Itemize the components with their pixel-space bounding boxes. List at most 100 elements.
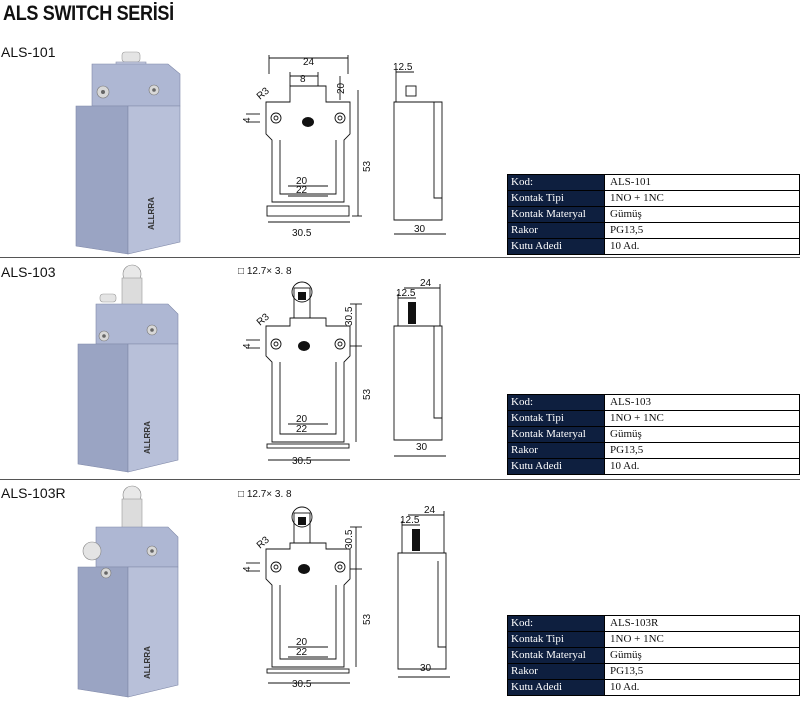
section-divider: [0, 257, 800, 258]
svg-text:30.5: 30.5: [292, 679, 312, 690]
svg-text:12.5: 12.5: [393, 62, 413, 73]
spec-key: Kontak Tipi: [507, 190, 605, 207]
spec-key: Kontak Materyal: [507, 206, 605, 223]
page-title: ALS SWITCH SERİSİ: [3, 2, 174, 25]
spec-value: Gümüş: [604, 647, 800, 664]
svg-text:20: 20: [296, 637, 308, 648]
side-drawing: 24 12.5 30: [397, 505, 450, 678]
svg-text:30: 30: [416, 442, 428, 453]
svg-text:22: 22: [296, 424, 308, 435]
spec-value: ALS-101: [604, 174, 800, 191]
product-section-als-103: ALS-103 ALLRRA: [0, 264, 800, 476]
model-label: ALS-103: [1, 264, 56, 280]
spec-key: Kod:: [507, 394, 605, 411]
svg-text:30.5: 30.5: [292, 456, 312, 467]
product-section-als-101: ALS-101 ALLRRA 24 8: [0, 44, 800, 256]
model-label: ALS-103R: [1, 485, 66, 501]
svg-text:20: 20: [296, 176, 308, 187]
svg-text:30.5: 30.5: [344, 529, 355, 549]
spec-value: ALS-103R: [604, 615, 800, 632]
spec-value: 10 Ad.: [604, 679, 800, 696]
svg-text:4: 4: [242, 566, 253, 572]
spec-key: Kontak Tipi: [507, 631, 605, 648]
brand-text: ALLRRA: [143, 421, 152, 454]
spec-key: Kod:: [507, 615, 605, 632]
front-drawing: 24 8 20 R3 4 53 20 22 30.5: [242, 55, 372, 239]
spec-key: Rakor: [507, 663, 605, 680]
spec-key: Kutu Adedi: [507, 458, 605, 475]
spec-value: ALS-103: [604, 394, 800, 411]
svg-text:20: 20: [336, 82, 347, 94]
switch-photo: ALLRRA: [77, 264, 179, 473]
spec-row-kod: Kod:ALS-101: [507, 174, 800, 191]
svg-text:22: 22: [296, 647, 308, 658]
spec-value: 1NO + 1NC: [604, 190, 800, 207]
spec-key: Rakor: [507, 222, 605, 239]
svg-text:53: 53: [362, 613, 372, 625]
spec-value: PG13,5: [604, 222, 800, 239]
svg-text:4: 4: [242, 343, 253, 349]
svg-text:30.5: 30.5: [344, 306, 355, 326]
svg-text:24: 24: [424, 505, 436, 516]
spec-value: 1NO + 1NC: [604, 631, 800, 648]
spec-key: Kontak Materyal: [507, 426, 605, 443]
svg-text:8: 8: [300, 74, 306, 85]
brand-text: ALLRRA: [143, 646, 152, 679]
spec-key: Kod:: [507, 174, 605, 191]
spec-key: Rakor: [507, 442, 605, 459]
svg-text:53: 53: [362, 388, 372, 400]
spec-key: Kontak Tipi: [507, 410, 605, 427]
svg-text:□ 12.7× 3. 8: □ 12.7× 3. 8: [238, 489, 292, 500]
svg-text:□ 12.7× 3. 8: □ 12.7× 3. 8: [238, 266, 292, 277]
switch-photo: ALLRRA: [77, 485, 179, 698]
svg-text:12.5: 12.5: [396, 288, 416, 299]
spec-value: Gümüş: [604, 206, 800, 223]
svg-text:30: 30: [414, 224, 426, 235]
spec-value: PG13,5: [604, 442, 800, 459]
spec-value: PG13,5: [604, 663, 800, 680]
spec-value: Gümüş: [604, 426, 800, 443]
brand-text: ALLRRA: [147, 197, 156, 230]
spec-key: Kontak Materyal: [507, 647, 605, 664]
front-drawing: □ 12.7× 3. 8 30.5 R3 4 53 20 22 30.5: [238, 266, 372, 467]
svg-text:24: 24: [303, 57, 315, 68]
section-divider: [0, 479, 800, 480]
front-drawing: □ 12.7× 3. 8 30.5 R3 4 53 20 22 30.5: [238, 489, 372, 690]
switch-photo: ALLRRA: [75, 51, 181, 255]
svg-text:24: 24: [420, 278, 432, 289]
svg-text:4: 4: [242, 117, 253, 123]
spec-row-kod: Kod:ALS-103: [507, 394, 800, 411]
side-drawing: 12.5 30: [393, 62, 446, 235]
svg-text:22: 22: [296, 185, 308, 196]
spec-row-kod: Kod:ALS-103R: [507, 615, 800, 632]
svg-text:20: 20: [296, 414, 308, 425]
spec-key: Kutu Adedi: [507, 679, 605, 696]
svg-text:30.5: 30.5: [292, 228, 312, 239]
spec-value: 1NO + 1NC: [604, 410, 800, 427]
svg-text:12.5: 12.5: [400, 515, 420, 526]
product-section-als-103r: ALS-103R ALLRRA: [0, 485, 800, 699]
spec-key: Kutu Adedi: [507, 238, 605, 255]
side-drawing: 24 12.5 30: [393, 278, 446, 457]
spec-value: 10 Ad.: [604, 238, 800, 255]
svg-text:53: 53: [362, 160, 372, 172]
svg-text:30: 30: [420, 663, 432, 674]
model-label: ALS-101: [1, 44, 56, 60]
spec-value: 10 Ad.: [604, 458, 800, 475]
svg-text:R3: R3: [255, 85, 272, 102]
